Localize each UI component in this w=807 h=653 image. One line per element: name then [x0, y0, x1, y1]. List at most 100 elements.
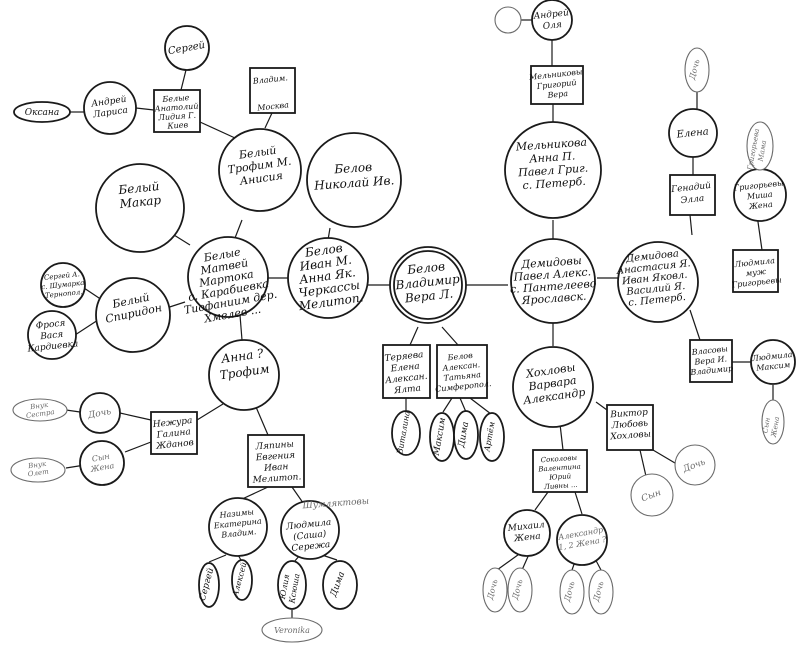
node-anna-trofim [208, 339, 280, 411]
label-line: Юрий [548, 472, 572, 482]
label-genadii-ella: ГенадийЭлла [670, 181, 713, 207]
label-nezhura-galina: НежураГалинаЖданов [151, 416, 195, 452]
label-syn-zhena: СынЖена [87, 451, 115, 474]
label-line: Белый [117, 179, 160, 197]
node-doch-b1 [482, 567, 508, 613]
label-demidovy-pavel: ДемидовыПавел Алекс.с. ПантелеевоЯрослав… [508, 253, 598, 308]
label-line: Сын [761, 417, 772, 434]
label-lyapiny-evgeniya: ЛяпиныЕвгенияИванМелитоп. [249, 439, 302, 485]
node-viktor-lyubov [606, 404, 654, 451]
label-line: Белов [406, 259, 446, 277]
label-line: Внук [29, 401, 50, 412]
label-line: Владимир [394, 272, 461, 293]
node-doch-b2 [507, 567, 533, 613]
label-shumlyaktovy-label: Шумляктовы [301, 497, 369, 512]
label-line: Валентина [537, 463, 581, 474]
node-sergei-left [40, 262, 86, 308]
label-vladim: Владим.Москва [251, 73, 291, 113]
label-anna-trofim: Анна ?Трофим [217, 346, 271, 383]
label-line: Демидовы [520, 254, 582, 271]
label-line: Дима [457, 421, 472, 449]
node-doch-b4 [588, 569, 614, 615]
node-syn-zhena [79, 440, 125, 486]
label-line: Анатолий [153, 101, 198, 113]
label-vnuk-olet: ВнукОлет [26, 460, 49, 479]
label-line: Власовы [690, 344, 728, 357]
node-teryaeva-elena [382, 344, 431, 399]
label-line: Теряева [384, 350, 424, 364]
label-line: Людмила [284, 518, 331, 533]
label-line: Елена [675, 126, 709, 140]
label-line: Ялта [393, 384, 422, 397]
label-line: с. Пантелеево [510, 277, 598, 296]
node-elena [668, 108, 718, 158]
label-line: Жена [770, 416, 782, 439]
label-vlasovy-vera: ВласовыВера И.Владимир [687, 344, 734, 377]
label-line: Любовь [610, 418, 648, 432]
label-line: Хохловы [609, 430, 651, 443]
label-grigorievy-misha: ГригорьевыМишаЖена [732, 178, 786, 212]
label-line: Николай Ив. [313, 173, 395, 193]
label-doch-left: Дочь [86, 407, 112, 421]
label-line: Вася [39, 330, 64, 342]
label-line: Татьяна [443, 370, 481, 383]
label-line: Сергей А. [44, 270, 81, 282]
label-line: Белый [237, 144, 277, 162]
label-line: Вера [546, 89, 569, 100]
label-syn-zhena-right: СынЖена [761, 414, 782, 438]
label-line: Лариса [92, 106, 129, 121]
node-doch-right [674, 444, 716, 486]
node-andrei-olya [531, 0, 573, 41]
label-melnikovy-anna: МельниковаАнна П.Павел Григ.с. Петерб. [514, 136, 590, 193]
node-khokhlovy-varvara [512, 346, 594, 428]
label-line: (Саша) [293, 528, 328, 542]
node-genadii-ella [669, 174, 716, 216]
label-line: Ливны ... [543, 481, 578, 491]
label-line: Людмила [751, 350, 793, 363]
label-line: Жена [513, 532, 542, 545]
node-shapes [10, 0, 796, 643]
label-line: Людмила [733, 256, 775, 269]
label-line: Veronika [274, 626, 310, 635]
node-demidova-anastasia [617, 241, 699, 323]
label-line: Анисия [238, 169, 284, 188]
label-line: Фрося [35, 319, 66, 332]
node-sergei-top [164, 25, 210, 71]
label-lyudmila-maksim: ЛюдмилаМаксим [751, 350, 794, 373]
label-line: Юлия [278, 574, 291, 601]
node-lyudmila-maksim [750, 339, 796, 385]
node-yuliya-ksyusha [277, 560, 307, 610]
node-andrei-larisa [83, 81, 137, 135]
node-melnikovy-grigorii [530, 65, 584, 105]
label-line: Генадий [670, 181, 712, 195]
label-line: Нежура [151, 416, 193, 430]
label-shumlyaktovy-lyudmila: Людмила(Саша)Сережа [284, 518, 334, 555]
label-line: Мелитоп. [251, 472, 301, 485]
node-mikhail-zhena [503, 509, 551, 557]
node-belyi-spiridon [95, 277, 171, 353]
label-line: Виктор [609, 408, 648, 421]
label-line: Назимы [218, 507, 254, 520]
label-line: Вера Л. [403, 286, 454, 305]
label-line: Анна ? [219, 346, 264, 366]
node-dima-mid [453, 410, 479, 460]
label-melnikovy-grigorii: МельниковыГригорийВера [528, 67, 585, 102]
label-line: Олет [27, 468, 49, 479]
label-line: Киев [166, 120, 189, 131]
node-doch-b3 [559, 569, 585, 615]
label-belye-anatolii: БелыеАнатолийЛидия Г.Киев [153, 93, 200, 132]
node-lyapiny-evgeniya [247, 434, 305, 488]
node-belov-vladimir-ring [393, 250, 463, 320]
label-line: Мама [756, 140, 768, 163]
label-dima-mid: Дима [457, 421, 472, 449]
label-line: Сестра [26, 408, 56, 420]
label-line: Вера И. [693, 354, 727, 366]
label-line: Павел Алекс. [512, 265, 591, 283]
label-line: Шумляктовы [301, 497, 369, 512]
node-extra-circle [494, 6, 522, 34]
node-artem [479, 412, 505, 462]
label-line: муж [745, 267, 766, 278]
node-shumlyaktovy-lyudmila [280, 500, 340, 560]
label-line: Ярославск. [520, 290, 587, 308]
label-line: Григорий [535, 78, 577, 91]
